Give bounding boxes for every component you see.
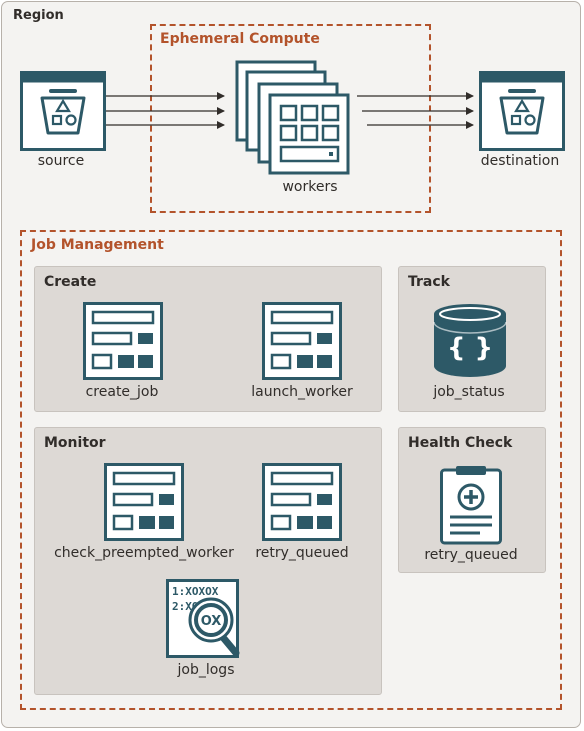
- check-preempted-worker-form-icon: [104, 463, 184, 541]
- job-logs-magnifier-icon: 1:XOXOX 2:XO OX: [166, 579, 240, 658]
- magnifier-text: OX: [201, 614, 222, 629]
- svg-text:{ }: { }: [447, 333, 493, 363]
- job-logs-label: job_logs: [177, 662, 235, 678]
- log-line-1: 1:XOXOX: [172, 585, 219, 598]
- workers-compute-icon: [235, 60, 350, 175]
- job-management-title: Job Management: [31, 237, 164, 253]
- create-job-label: create_job: [85, 384, 159, 400]
- job-status-label: job_status: [433, 384, 505, 400]
- retry-queued-monitor-label: retry_queued: [255, 545, 349, 561]
- source-bucket-icon: [20, 71, 106, 151]
- job-status-database-icon: { }: [433, 304, 507, 377]
- create-panel-title: Create: [44, 274, 97, 290]
- check-preempted-worker-label: check_preempted_worker: [54, 545, 234, 561]
- region-title: Region: [13, 8, 64, 23]
- destination-bucket-icon: [479, 71, 565, 151]
- health-check-clipboard-icon: [440, 466, 502, 545]
- monitor-panel-title: Monitor: [44, 435, 106, 451]
- job-management-group: [20, 230, 562, 710]
- workers-label: workers: [282, 179, 338, 195]
- retry-queued-form-icon: [262, 463, 342, 541]
- source-label: source: [37, 153, 85, 169]
- launch-worker-form-icon: [262, 302, 342, 380]
- destination-label: destination: [480, 153, 560, 169]
- track-panel-title: Track: [408, 274, 450, 290]
- launch-worker-label: launch_worker: [251, 384, 353, 400]
- ephemeral-compute-title: Ephemeral Compute: [160, 31, 320, 47]
- retry-queued-health-label: retry_queued: [424, 547, 518, 563]
- create-job-form-icon: [83, 302, 163, 380]
- health-check-panel-title: Health Check: [408, 435, 513, 451]
- ephemeral-compute-group: [150, 24, 431, 213]
